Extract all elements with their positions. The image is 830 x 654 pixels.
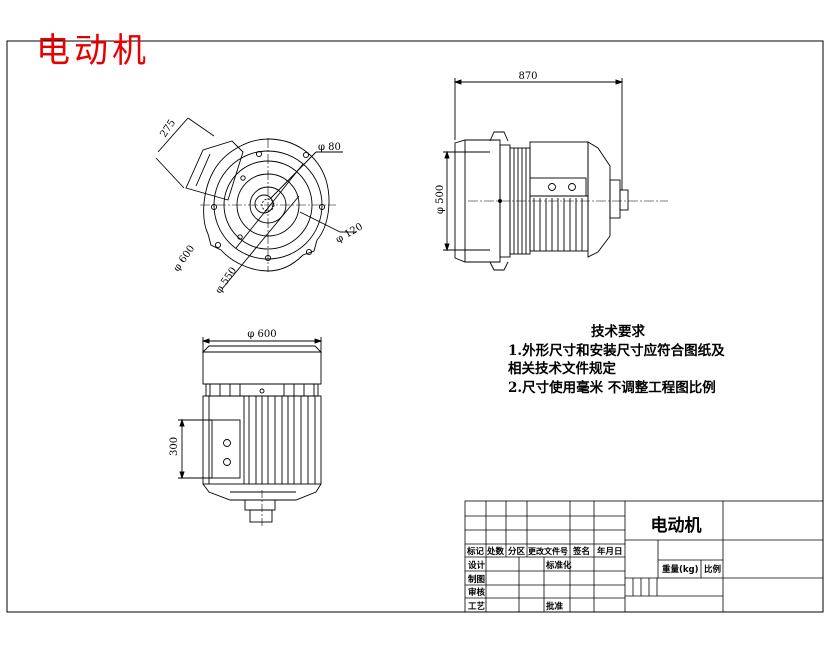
requirement-line: 相关技术文件规定: [508, 361, 616, 377]
tb-header-doc: 更改文件号: [528, 546, 568, 556]
tb-header-mark: 标记: [466, 546, 485, 557]
side-view: [443, 78, 668, 271]
tb-row-drawing: 制图: [468, 574, 485, 585]
tb-row-review: 审核: [468, 587, 486, 598]
bottom-view: [178, 337, 323, 528]
dim-side-870: 870: [518, 71, 537, 82]
requirements-heading: 技术要求: [591, 324, 645, 340]
dim-front-d600: φ 600: [171, 243, 197, 273]
dim-front-d80: φ 80: [318, 142, 341, 153]
tb-row-process: 工艺: [468, 601, 486, 612]
dim-side-d500: φ 500: [435, 185, 446, 214]
dim-front-d550: φ 550: [213, 265, 239, 295]
tb-standardization: 标准化: [545, 560, 572, 571]
title-block: [464, 500, 824, 613]
front-view: [155, 117, 356, 290]
tb-row-design: 设计: [468, 560, 486, 571]
tb-header-zone: 分区: [508, 546, 526, 557]
tb-header-count: 处数: [486, 546, 505, 557]
tb-drawing-name: 电动机: [651, 515, 702, 536]
tb-weight: 重量(kg): [662, 564, 699, 575]
requirement-line: 1.外形尺寸和安装尺寸应符合图纸及: [508, 342, 725, 359]
dim-front-d120: φ 120: [334, 221, 365, 245]
tb-header-date: 年月日: [597, 546, 623, 557]
tb-header-sign: 签名: [572, 546, 590, 557]
requirement-line: 2.尺寸使用毫米 不调整工程图比例: [508, 379, 716, 396]
drawing-frame: [6, 40, 824, 613]
dim-front-275: 275: [158, 118, 178, 140]
technical-requirements: 技术要求 1.外形尺寸和安装尺寸应符合图纸及 相关技术文件规定 2.尺寸使用毫米…: [508, 323, 725, 397]
sheet-title: 电动机: [36, 31, 150, 71]
tb-scale: 比例: [704, 564, 722, 575]
tb-approval: 批准: [546, 601, 564, 612]
dim-bottom-d600: φ 600: [247, 329, 276, 340]
dim-bottom-300: 300: [169, 437, 180, 456]
